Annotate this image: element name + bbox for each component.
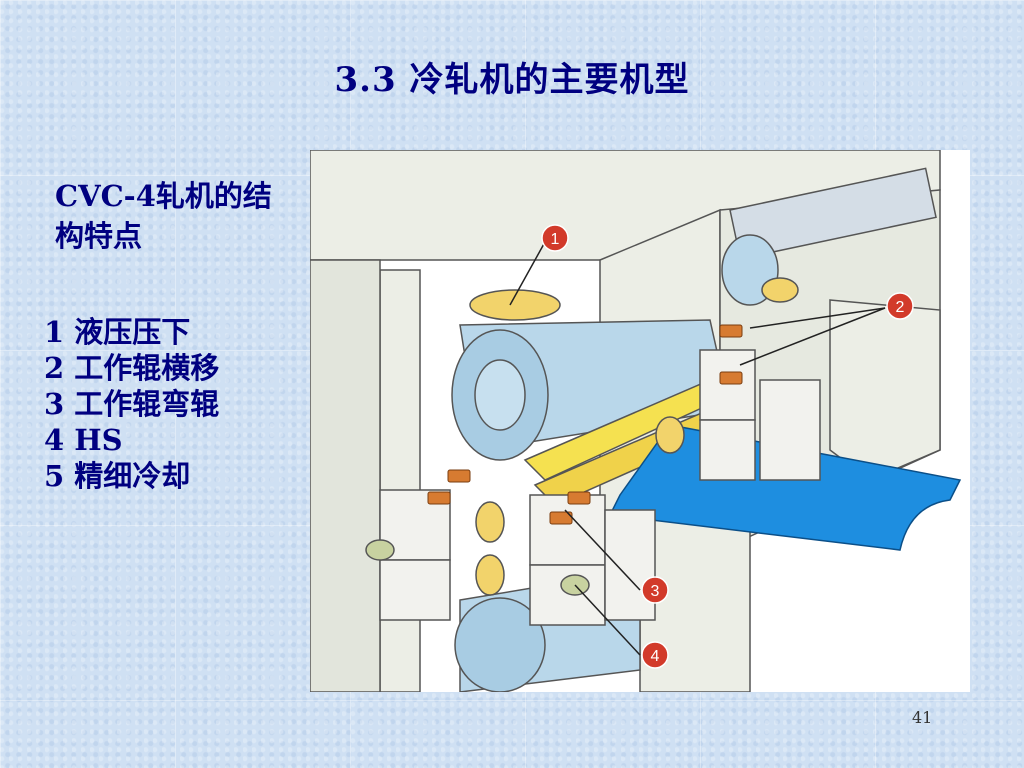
callout-4: 4 bbox=[641, 641, 669, 669]
feature-item: 1 液压压下 bbox=[44, 315, 191, 349]
callout-2-label: 2 bbox=[896, 299, 905, 316]
feature-item: 3 工作辊弯辊 bbox=[44, 387, 220, 421]
feature-item: 4 HS bbox=[44, 423, 123, 457]
steel-strip bbox=[608, 424, 962, 551]
callout-2: 2 bbox=[886, 292, 914, 320]
hydraulic-cylinder bbox=[469, 289, 561, 321]
hs-pins bbox=[365, 539, 590, 596]
callout-1-label: 1 bbox=[551, 231, 560, 248]
callout-lines bbox=[509, 241, 886, 656]
feature-list: 1 液压压下 2 工作辊横移 3 工作辊弯辊 4 HS 5 精细冷却 bbox=[44, 314, 259, 494]
bending-cylinders bbox=[475, 277, 799, 596]
callout-1: 1 bbox=[541, 224, 569, 252]
mill-diagram: 1 2 3 4 bbox=[310, 150, 970, 692]
lower-chock-blocks bbox=[379, 489, 656, 626]
slide-title: 3.3 冷轧机的主要机型 bbox=[334, 60, 690, 100]
feature-item: 2 工作辊横移 bbox=[44, 351, 220, 385]
chock-pads bbox=[427, 324, 743, 525]
callout-4-label: 4 bbox=[651, 648, 660, 665]
mill-illustration: 1 2 3 4 bbox=[310, 150, 962, 692]
upper-chock-blocks bbox=[699, 349, 821, 481]
callout-3: 3 bbox=[641, 576, 669, 604]
feature-item: 5 精细冷却 bbox=[44, 459, 191, 493]
page-number: 41 bbox=[912, 708, 933, 727]
callout-3-label: 3 bbox=[651, 583, 660, 600]
mill-subtitle: CVC-4轧机的结构特点 bbox=[55, 179, 272, 253]
